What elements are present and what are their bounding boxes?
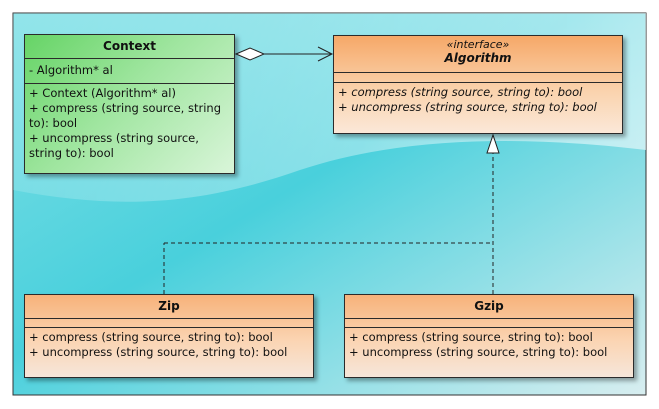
zip-operation: + compress (string source, string to): b… bbox=[29, 330, 273, 344]
aggregation-arrowhead bbox=[317, 46, 334, 62]
context-class-name: Context bbox=[25, 35, 234, 59]
algorithm-attributes bbox=[334, 73, 622, 83]
realization-triangle bbox=[486, 133, 500, 154]
gzip-class-name: Gzip bbox=[345, 295, 633, 319]
gzip-operation: + uncompress (string source, string to):… bbox=[349, 345, 608, 359]
context-operation: + uncompress (string source, string to):… bbox=[29, 131, 199, 160]
algorithm-header: «interface» Algorithm bbox=[334, 36, 622, 73]
zip-class[interactable]: Zip + compress (string source, string to… bbox=[24, 294, 314, 378]
context-class[interactable]: Context - Algorithm* al + Context (Algor… bbox=[24, 34, 235, 174]
zip-operations: + compress (string source, string to): b… bbox=[25, 328, 313, 362]
context-attribute: - Algorithm* al bbox=[29, 63, 113, 77]
algorithm-class-name: Algorithm bbox=[444, 51, 512, 65]
gzip-class[interactable]: Gzip + compress (string source, string t… bbox=[344, 294, 634, 378]
algorithm-operations: + compress (string source, string to): b… bbox=[334, 83, 622, 117]
gzip-operations: + compress (string source, string to): b… bbox=[345, 328, 633, 362]
gzip-attributes bbox=[345, 319, 633, 328]
context-operation: + compress (string source, string to): b… bbox=[29, 101, 222, 130]
algorithm-operation: + compress (string source, string to): b… bbox=[338, 85, 583, 99]
context-operations: + Context (Algorithm* al) + compress (st… bbox=[25, 84, 234, 163]
aggregation-diamond bbox=[234, 47, 266, 61]
algorithm-stereotype: «interface» bbox=[446, 38, 510, 51]
context-attributes: - Algorithm* al bbox=[25, 59, 234, 84]
context-operation: + Context (Algorithm* al) bbox=[29, 86, 176, 100]
algorithm-operation: + uncompress (string source, string to):… bbox=[338, 100, 597, 114]
gzip-operation: + compress (string source, string to): b… bbox=[349, 330, 593, 344]
zip-operation: + uncompress (string source, string to):… bbox=[29, 345, 288, 359]
zip-class-name: Zip bbox=[25, 295, 313, 319]
zip-attributes bbox=[25, 319, 313, 328]
algorithm-interface[interactable]: «interface» Algorithm + compress (string… bbox=[333, 35, 623, 134]
